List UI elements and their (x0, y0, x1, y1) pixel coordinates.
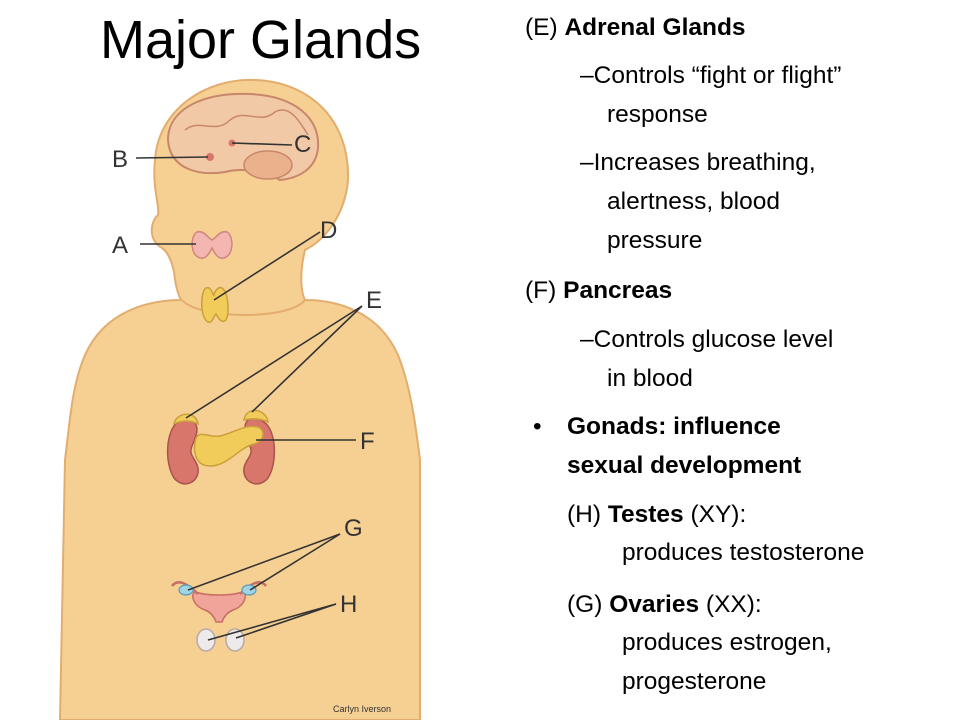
testes-code: (H) (567, 501, 602, 528)
label-d: D (320, 217, 337, 244)
body-silhouette (58, 78, 421, 720)
leader-line-e2 (251, 305, 363, 413)
label-g: G (344, 515, 363, 542)
right-ovary (241, 584, 257, 596)
adrenal-code: (E) (525, 14, 558, 41)
testes-heading: (H) Testes (XY): (567, 500, 746, 530)
pancreas-heading: (F) Pancreas (525, 276, 672, 306)
adrenal-point2-line3: pressure (607, 227, 703, 254)
adrenal-point1-line2: response (607, 101, 708, 128)
leader-line-h2 (235, 603, 337, 639)
pancreas-point1-line2: in blood (607, 365, 693, 392)
pancreas-code: (F) (525, 277, 557, 304)
ovaries-suffix: (XX): (705, 591, 762, 618)
gonads-line2: sexual development (567, 452, 802, 479)
label-a: A (112, 232, 128, 259)
leader-line-g1 (187, 533, 341, 591)
adrenal-point2-line2: alertness, blood (607, 188, 780, 215)
gonads-bullet: • (533, 413, 542, 440)
ovaries-description-line2: progesterone (622, 668, 767, 695)
label-f: F (360, 428, 375, 455)
adrenal-point1-line1: –Controls “fight or flight” (580, 62, 842, 89)
ovaries-heading: (G) Ovaries (XX): (567, 590, 762, 620)
ovaries-description-line1: produces estrogen, (622, 629, 832, 656)
gonads-line1: Gonads: influence (567, 413, 781, 440)
ovaries-name: Ovaries (609, 591, 700, 618)
pancreas-name: Pancreas (563, 277, 673, 304)
leader-line-g2 (249, 533, 341, 591)
pituitary-gland (206, 153, 214, 161)
leader-line-e1 (185, 305, 363, 419)
adrenal-point2-line1: –Increases breathing, (580, 149, 816, 176)
brain-folds (184, 109, 309, 136)
cerebellum (243, 150, 293, 180)
testes-description: produces testosterone (622, 539, 865, 566)
leader-line-d (213, 231, 321, 301)
pancreas-organ (193, 425, 264, 467)
neck-shadow (181, 299, 306, 316)
left-testis (196, 628, 216, 652)
image-credit: Carlyn Iverson (333, 704, 392, 714)
right-adrenal-gland (243, 409, 269, 424)
label-h: H (340, 591, 357, 618)
pancreas-point1-line1: –Controls glucose level (580, 326, 834, 353)
testes-suffix: (XY): (690, 501, 747, 528)
testes-name: Testes (607, 501, 684, 528)
label-e: E (366, 287, 382, 314)
slide-title: Major Glands (100, 10, 422, 70)
leader-line-c (231, 142, 293, 146)
leader-line-h1 (207, 603, 337, 641)
leader-line-b (135, 156, 209, 159)
left-adrenal-gland (173, 413, 199, 426)
label-b: B (112, 146, 128, 173)
adrenal-heading: (E) Adrenal Glands (525, 13, 746, 43)
label-c: C (294, 131, 311, 158)
adrenal-name: Adrenal Glands (564, 14, 746, 41)
left-ovary (178, 584, 194, 596)
thyroid-gland (191, 230, 233, 260)
thymus-gland (201, 286, 229, 324)
ovaries-code: (G) (567, 591, 603, 618)
